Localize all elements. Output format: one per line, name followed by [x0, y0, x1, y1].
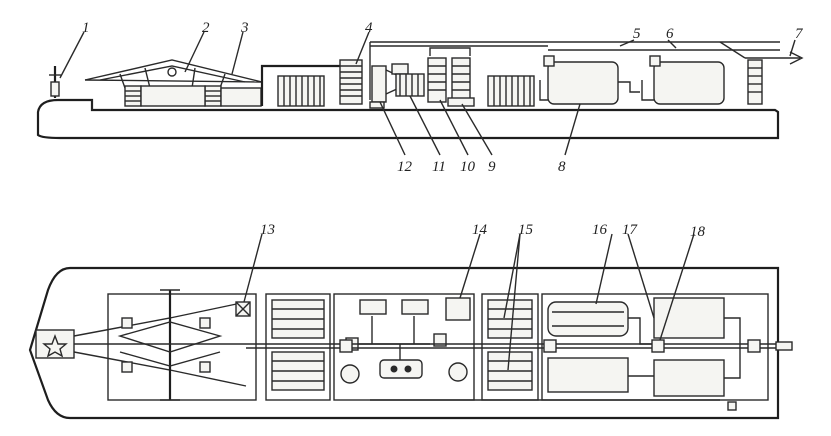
plan-compartment-switchgear: [333, 293, 475, 401]
plan-compartment-truss: [73, 289, 257, 401]
plan-main-busbar: [246, 339, 793, 411]
side-radiator-2: [487, 75, 535, 107]
label-9: 9: [488, 159, 496, 175]
side-switchgear: [369, 47, 475, 109]
label-1: 1: [82, 20, 90, 36]
side-roof-structure: [84, 59, 263, 89]
label-2: 2: [202, 20, 210, 36]
label-10: 10: [460, 159, 476, 175]
side-insulator-rear: [747, 59, 763, 105]
plan-bow-star-emblem: [35, 329, 75, 359]
label-17: 17: [622, 222, 639, 238]
plan-compartment-radiators-2: [481, 293, 539, 401]
side-busbar: [260, 41, 804, 106]
label-5: 5: [633, 26, 641, 42]
label-13: 13: [260, 222, 275, 238]
plan-view: 13 14 15 16 17 18: [28, 222, 793, 420]
label-11: 11: [432, 159, 446, 175]
label-16: 16: [592, 222, 608, 238]
label-8: 8: [558, 159, 566, 175]
label-7: 7: [795, 26, 804, 42]
side-hull: [36, 98, 780, 140]
label-4: 4: [365, 20, 373, 36]
label-14: 14: [472, 222, 488, 238]
side-radiator-1: [277, 75, 325, 107]
label-15: 15: [518, 222, 534, 238]
label-18: 18: [690, 224, 706, 240]
label-6: 6: [666, 26, 674, 42]
side-leader-lines: [59, 31, 796, 156]
label-3: 3: [240, 20, 249, 36]
side-view: 1 2 3 4 5 6 7 12 11 10 9 8: [36, 20, 804, 175]
plan-compartment-radiators-1: [265, 293, 331, 401]
side-insulators-left: [124, 85, 262, 107]
plan-hull: [28, 266, 780, 420]
side-transformer-1: [539, 55, 640, 105]
lightning-rod: [49, 66, 61, 98]
side-insulator-stack-4: [339, 59, 363, 105]
label-12: 12: [397, 159, 413, 175]
plan-leader-lines: [243, 233, 695, 371]
side-transformer-2: [641, 55, 725, 105]
